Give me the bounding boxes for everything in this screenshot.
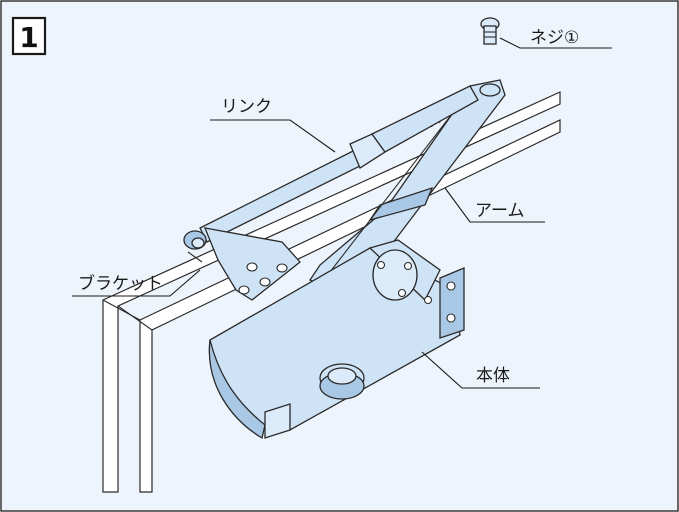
step-number: 1 [19, 21, 38, 54]
link-rod [199, 85, 479, 243]
label-screw: ネジ① [499, 28, 612, 49]
label-bracket: ブラケット [72, 269, 201, 297]
label-link-text: リンク [221, 97, 272, 117]
label-body-text: 本体 [476, 366, 510, 386]
door-frame [102, 91, 561, 493]
screw-1 [479, 17, 501, 97]
closer-body [208, 239, 465, 440]
label-link: リンク [210, 97, 336, 153]
bracket [183, 227, 301, 301]
label-arm-text: アーム [475, 201, 524, 221]
label-bracket-text: ブラケット [78, 273, 163, 294]
arm [309, 79, 506, 301]
step-badge: 1 [11, 16, 47, 56]
label-body: 本体 [421, 351, 540, 389]
label-screw-text: ネジ① [530, 28, 579, 48]
label-arm: アーム [444, 187, 545, 223]
